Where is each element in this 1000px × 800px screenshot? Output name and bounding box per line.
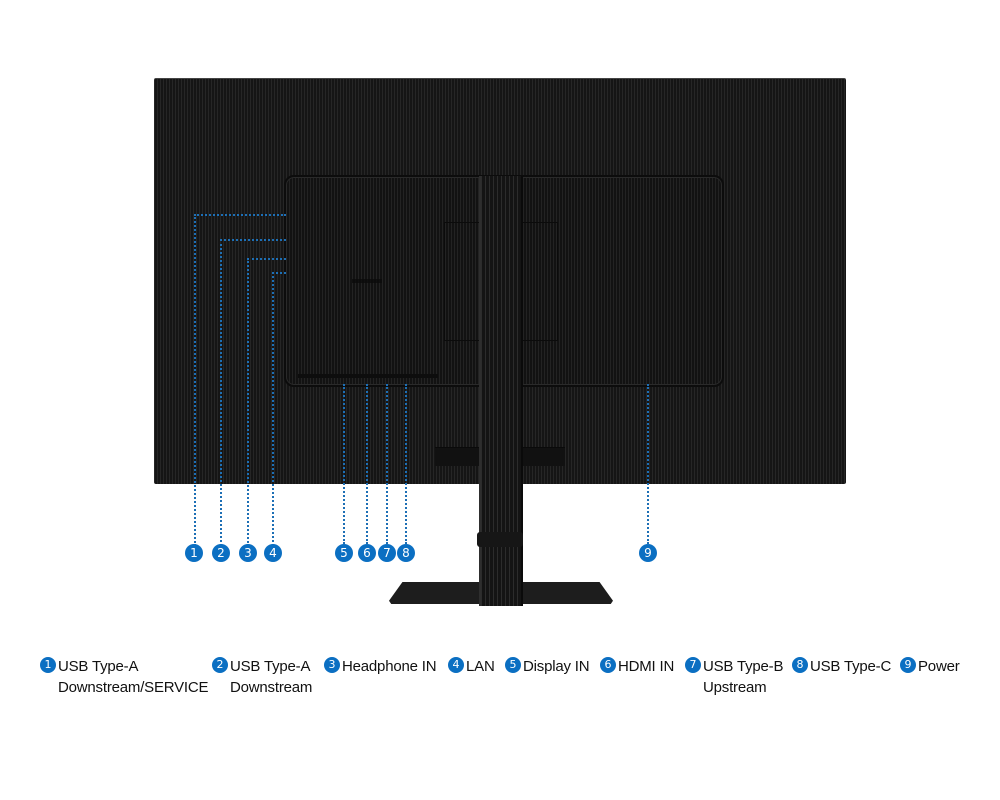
leader-line-4 <box>272 272 286 546</box>
number-badge-icon: 3 <box>324 657 340 673</box>
number-badge-icon: 9 <box>900 657 916 673</box>
number-badge-icon: 1 <box>40 657 56 673</box>
legend-label: USB Type-B <box>703 658 784 675</box>
legend-item-7: 7 USB Type-B Upstream <box>685 656 783 698</box>
legend-label: HDMI IN <box>618 658 675 675</box>
legend-item-3: 3 Headphone IN <box>324 656 437 677</box>
callout-8: 8 <box>397 544 415 562</box>
lower-vent-left <box>435 447 481 466</box>
callout-7: 7 <box>378 544 396 562</box>
bottom-port-strip <box>298 374 438 378</box>
leader-line-9 <box>647 384 649 544</box>
legend-item-8: 8 USB Type-C <box>792 656 891 677</box>
number-badge-icon: 4 <box>448 657 464 673</box>
legend-label: Display IN <box>523 658 590 675</box>
cable-clip <box>477 532 523 547</box>
number-badge-icon: 7 <box>685 657 701 673</box>
leader-line-5 <box>343 384 345 544</box>
brand-logo <box>352 279 382 283</box>
leader-line-3 <box>247 258 286 546</box>
legend-label: Power <box>918 658 960 675</box>
lower-vent-right <box>519 447 565 466</box>
legend-item-9: 9 Power <box>900 656 960 677</box>
legend-item-2: 2 USB Type-A Downstream <box>212 656 312 698</box>
legend-sublabel: Upstream <box>703 679 767 696</box>
number-badge-icon: 6 <box>600 657 616 673</box>
legend-item-1: 1 USB Type-A Downstream/SERVICE <box>40 656 209 698</box>
legend-label: USB Type-A <box>230 658 311 675</box>
number-badge-icon: 2 <box>212 657 228 673</box>
callout-2: 2 <box>212 544 230 562</box>
legend-item-6: 6 HDMI IN <box>600 656 674 677</box>
callout-6: 6 <box>358 544 376 562</box>
legend-item-5: 5 Display IN <box>505 656 590 677</box>
leader-line-6 <box>366 384 368 544</box>
legend-label: LAN <box>466 658 495 675</box>
leader-line-1 <box>194 214 286 546</box>
number-badge-icon: 5 <box>505 657 521 673</box>
legend-item-4: 4 LAN <box>448 656 495 677</box>
leader-line-7 <box>386 384 388 544</box>
legend-sublabel: Downstream <box>230 679 313 696</box>
callout-1: 1 <box>185 544 203 562</box>
callout-4: 4 <box>264 544 282 562</box>
legend-sublabel: Downstream/SERVICE <box>58 679 209 696</box>
legend-label: Headphone IN <box>342 658 437 675</box>
leader-line-8 <box>405 384 407 544</box>
legend-label: USB Type-C <box>810 658 892 675</box>
legend-label: USB Type-A <box>58 658 139 675</box>
callout-9: 9 <box>639 544 657 562</box>
callout-3: 3 <box>239 544 257 562</box>
port-legend: 1 USB Type-A Downstream/SERVICE 2 USB Typ… <box>0 656 1000 716</box>
number-badge-icon: 8 <box>792 657 808 673</box>
leader-line-2 <box>220 239 286 546</box>
callout-5: 5 <box>335 544 353 562</box>
